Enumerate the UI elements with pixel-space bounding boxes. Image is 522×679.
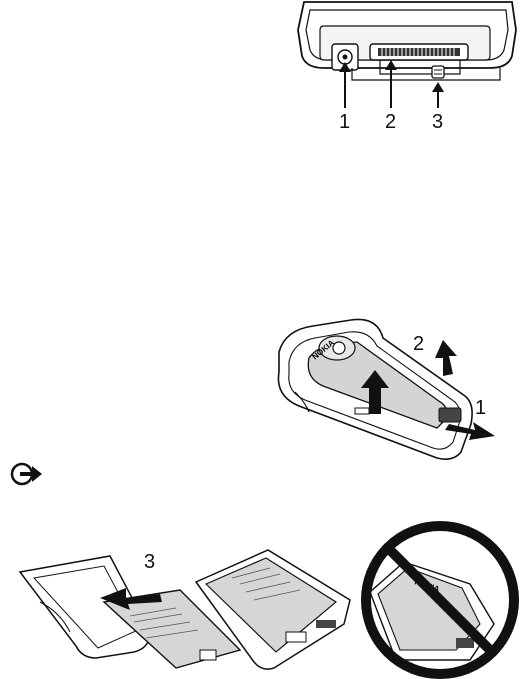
battery-figure: 3 NOKIA: [0, 512, 522, 679]
callout-2: 2: [385, 111, 396, 133]
callout-3: 3: [432, 111, 443, 133]
callout-1: 1: [475, 397, 486, 419]
callout-3: 3: [144, 551, 155, 573]
back-cover-removal-figure: NOKIA 2 1: [265, 312, 522, 462]
connector-figure: 1 2 3: [290, 0, 522, 140]
battery-insert-step: [20, 556, 240, 668]
strap-eyelet: [432, 66, 444, 78]
incorrect-insertion-warning: NOKIA: [366, 526, 514, 674]
important-note-icon: [10, 460, 44, 490]
system-connector: [370, 44, 468, 74]
callout-1: 1: [339, 111, 350, 133]
lift-arrow: [435, 340, 457, 376]
callout-2: 2: [413, 333, 424, 355]
